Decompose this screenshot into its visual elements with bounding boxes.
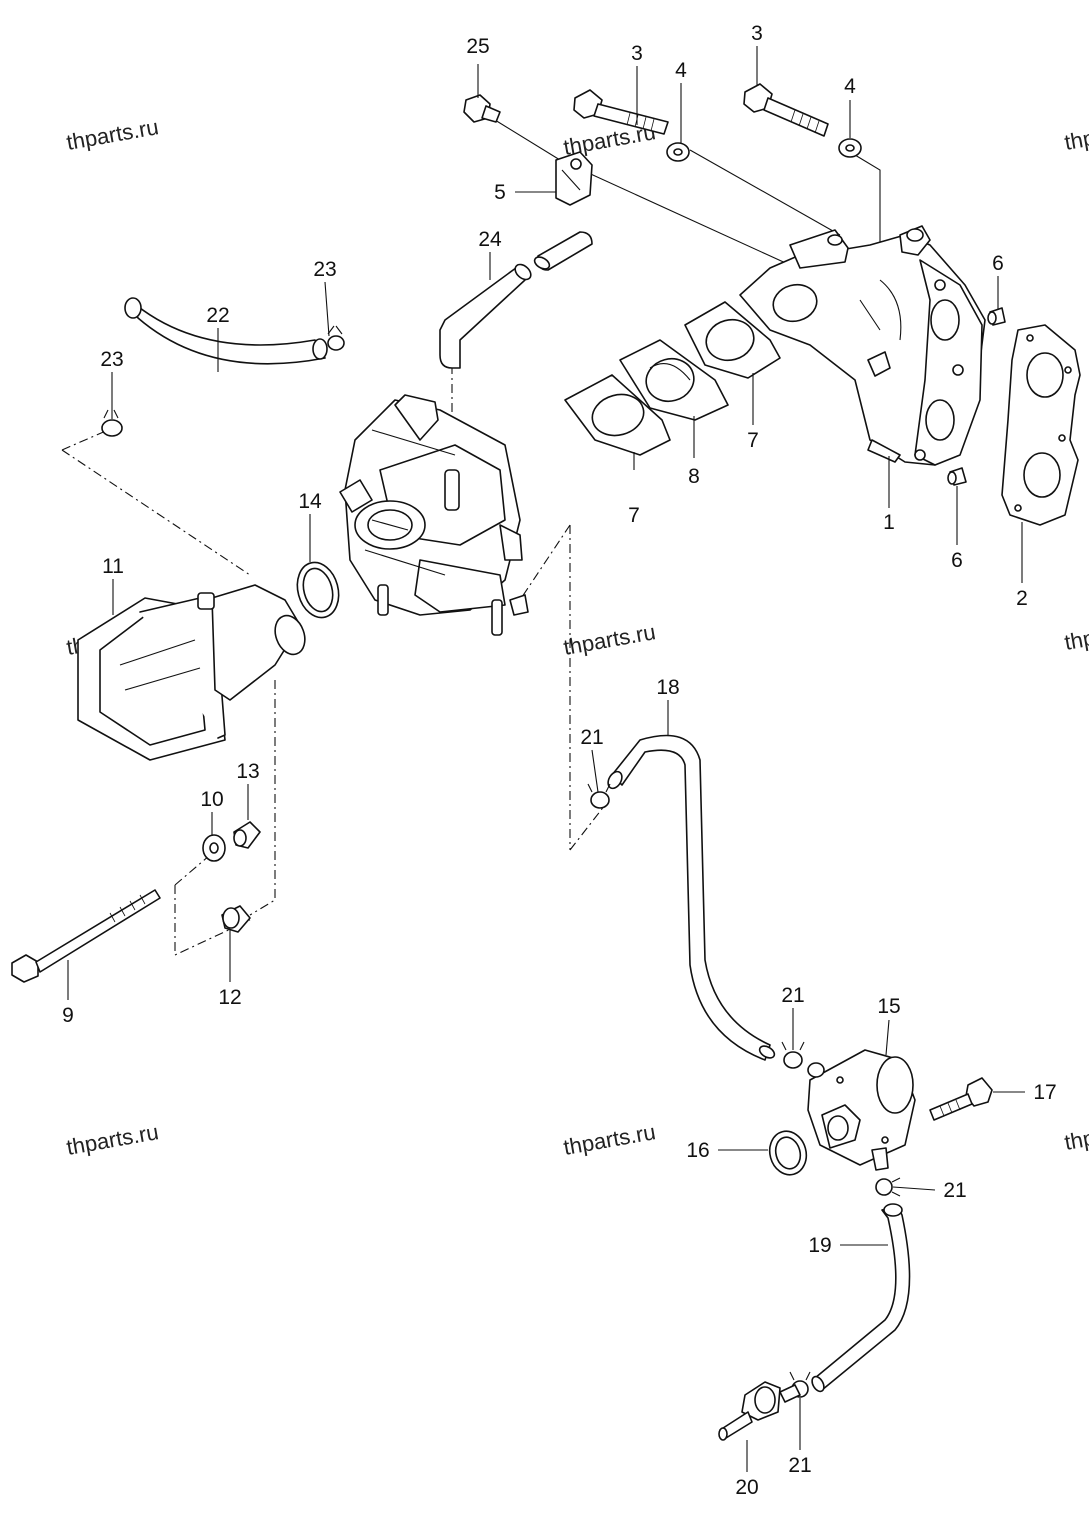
carburetor <box>339 394 529 636</box>
dowel-pin-6-top <box>987 307 1006 326</box>
bolt-3-right <box>743 83 829 137</box>
hose-22 <box>124 297 328 365</box>
clip-21-upper <box>587 783 611 809</box>
callout-6: 6 <box>951 549 963 572</box>
watermark: thparts.ru <box>562 619 658 660</box>
bolt-25 <box>463 94 501 123</box>
watermark: thparts.ru <box>65 114 161 155</box>
o-ring-14 <box>296 561 340 619</box>
callout-21: 21 <box>580 726 603 749</box>
watermark: thparts.ru <box>1063 1114 1089 1155</box>
callout-3: 3 <box>631 42 643 65</box>
clamp-5 <box>555 151 593 206</box>
callout-3: 3 <box>751 22 763 45</box>
hose-24 <box>439 231 593 369</box>
gasket-8 <box>619 339 729 421</box>
watermark: thparts.ru <box>1063 114 1089 155</box>
grommet-12 <box>221 905 251 933</box>
gasket-7-rear <box>684 301 781 379</box>
callout-10: 10 <box>200 788 223 811</box>
callout-23: 23 <box>100 348 123 371</box>
callout-14: 14 <box>298 490 322 513</box>
callout-16: 16 <box>686 1139 709 1162</box>
fuel-connector-20 <box>718 1381 801 1441</box>
washer-4-left <box>666 142 690 162</box>
bolt-3-left <box>573 89 669 135</box>
callout-15: 15 <box>877 995 900 1018</box>
callout-18: 18 <box>656 676 679 699</box>
clip-23-top <box>327 325 345 351</box>
callout-20: 20 <box>735 1476 758 1499</box>
clip-23-left <box>101 409 123 437</box>
callout-1: 1 <box>883 511 895 534</box>
gasket-2 <box>1001 324 1081 526</box>
callout-labels: 25 3 4 3 4 5 24 23 22 23 6 7 8 7 1 6 2 1… <box>62 22 1057 1499</box>
watermark: thparts.ru <box>65 1119 161 1160</box>
callout-4: 4 <box>675 59 687 82</box>
callout-4: 4 <box>844 75 856 98</box>
fuel-pump-15 <box>807 1049 916 1171</box>
hose-18 <box>607 734 776 1061</box>
callout-22: 22 <box>206 304 229 327</box>
dowel-pin-6-bottom <box>947 467 967 486</box>
collar-13 <box>233 821 261 849</box>
clip-21-pump-inlet <box>781 1041 805 1069</box>
gasket-7-front <box>564 374 671 456</box>
callout-2: 2 <box>1016 587 1028 610</box>
leader-lines <box>67 46 1025 1472</box>
intake-silencer-11 <box>77 584 306 761</box>
callout-9: 9 <box>62 1004 74 1027</box>
callout-25: 25 <box>466 35 489 58</box>
callout-11: 11 <box>102 555 124 578</box>
intake-manifold-1 <box>739 225 986 466</box>
washer-10 <box>202 834 226 862</box>
bolt-9 <box>11 889 161 983</box>
callout-23: 23 <box>313 258 336 281</box>
callout-6: 6 <box>992 252 1004 275</box>
callout-21: 21 <box>781 984 804 1007</box>
washer-4-right <box>838 138 862 158</box>
callout-5: 5 <box>494 181 506 204</box>
bolt-17 <box>929 1077 993 1121</box>
callout-7: 7 <box>747 429 759 452</box>
callout-13: 13 <box>236 760 259 783</box>
o-ring-16 <box>768 1130 808 1176</box>
hose-19 <box>811 1203 911 1393</box>
callout-8: 8 <box>688 465 700 488</box>
callout-7: 7 <box>628 504 640 527</box>
callout-21: 21 <box>788 1454 811 1477</box>
callout-24: 24 <box>478 228 502 251</box>
callout-12: 12 <box>218 986 241 1009</box>
watermark: thparts.ru <box>562 1119 658 1160</box>
clip-21-pump-outlet <box>875 1177 901 1197</box>
callout-17: 17 <box>1033 1081 1056 1104</box>
watermark: thparts.ru <box>1063 614 1089 655</box>
callout-19: 19 <box>808 1234 831 1257</box>
callout-21: 21 <box>943 1179 966 1202</box>
